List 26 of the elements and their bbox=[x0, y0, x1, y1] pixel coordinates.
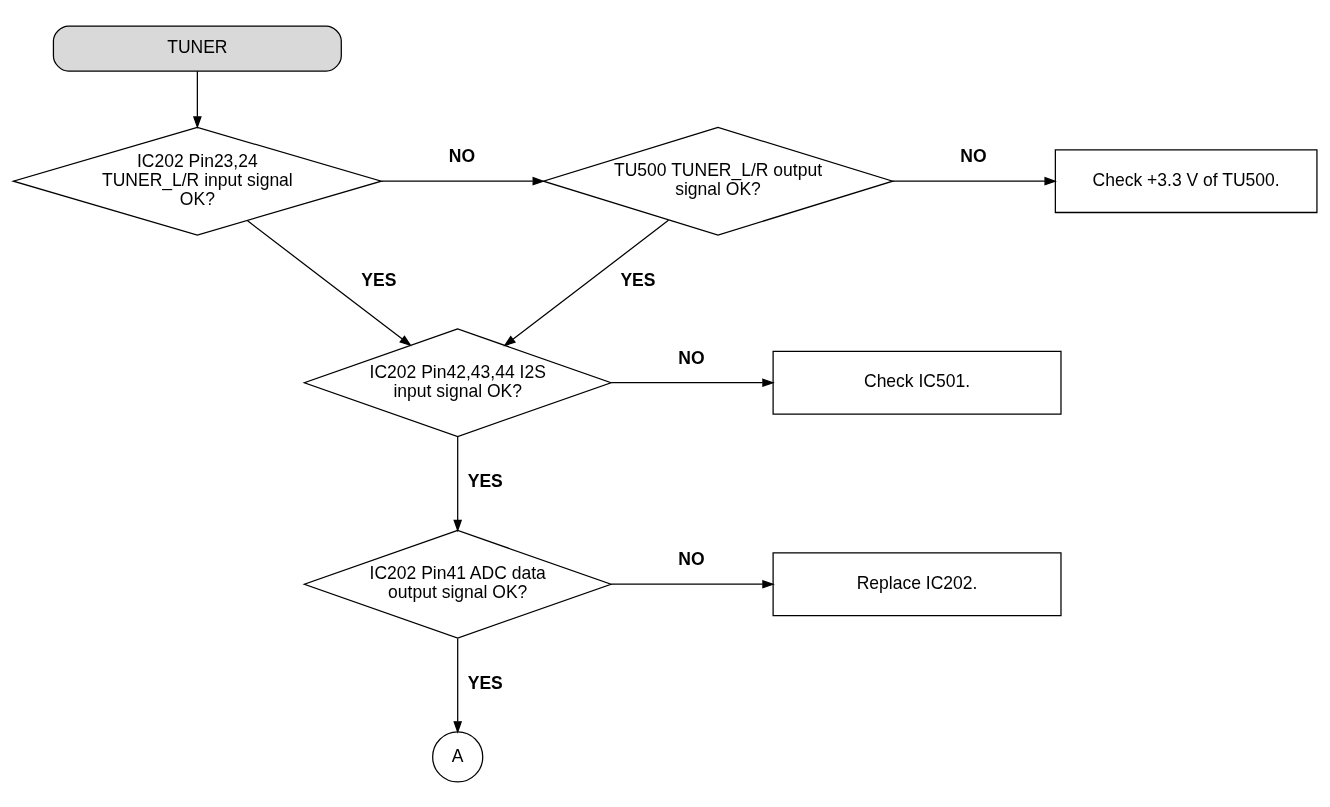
node-diamond: IC202 Pin41 ADC data output signal OK? bbox=[302, 529, 613, 639]
arrow bbox=[453, 435, 463, 532]
edge-label: NO bbox=[678, 548, 705, 569]
arrow bbox=[892, 176, 1057, 186]
node-circle: A bbox=[432, 730, 484, 783]
arrow bbox=[610, 579, 775, 589]
node-box: Check +3.3 V of TU500. bbox=[1054, 148, 1318, 213]
arrow bbox=[246, 219, 412, 346]
node-box: TUNER bbox=[52, 24, 342, 72]
node-diamond: IC202 Pin42,43,44 I2S input signal OK? bbox=[302, 327, 613, 437]
edge-label: YES bbox=[467, 672, 503, 693]
arrow bbox=[381, 176, 546, 186]
arrow bbox=[192, 70, 202, 129]
edge-label: NO bbox=[448, 145, 476, 166]
edge-label: YES bbox=[361, 269, 397, 290]
edge-label: YES bbox=[467, 470, 503, 491]
arrow bbox=[503, 219, 670, 347]
arrow bbox=[610, 377, 775, 387]
edge-label: NO bbox=[960, 145, 987, 166]
node-diamond: TU500 TUNER_L/R output signal OK? bbox=[541, 126, 895, 236]
node-box: Check IC501. bbox=[772, 350, 1062, 415]
node-box: Replace IC202. bbox=[772, 551, 1062, 616]
arrow bbox=[453, 637, 463, 734]
edge-label: NO bbox=[678, 347, 705, 368]
node-diamond: IC202 Pin23,24 TUNER_L/R input signal OK? bbox=[11, 126, 384, 236]
edge-label: YES bbox=[620, 269, 656, 290]
